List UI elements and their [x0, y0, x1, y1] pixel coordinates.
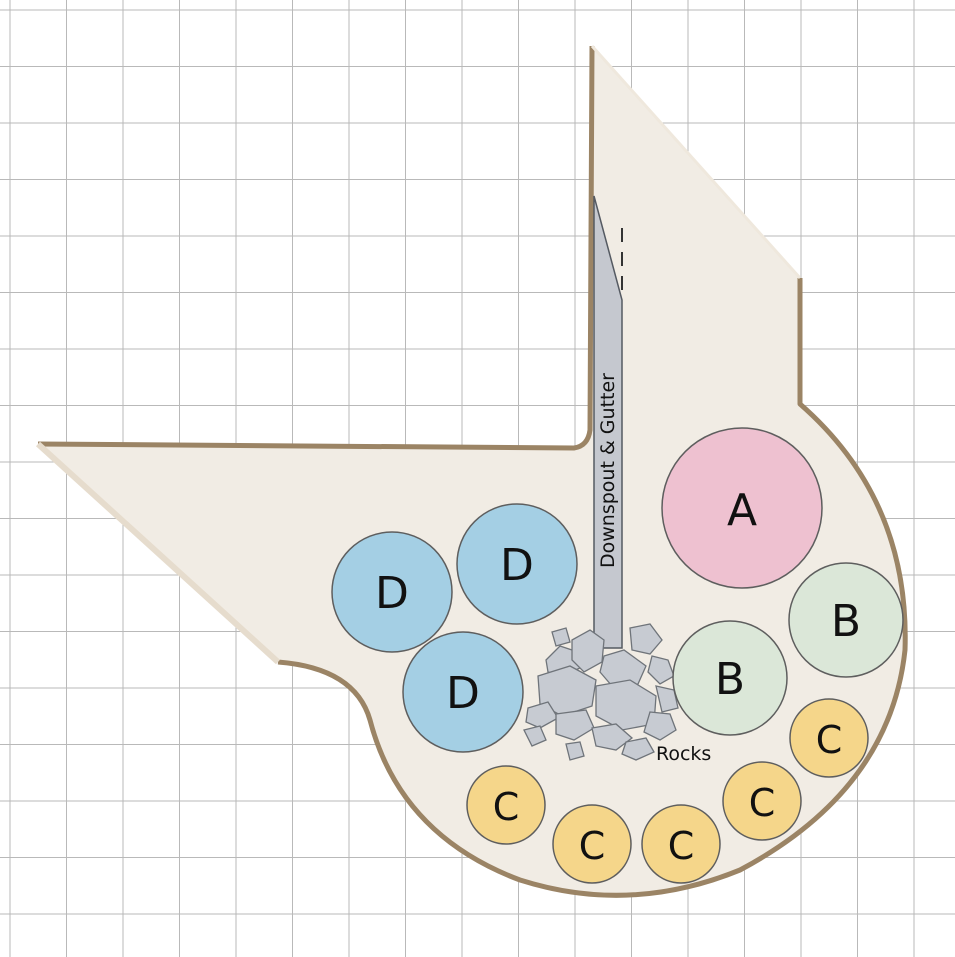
- rock: [551, 627, 571, 647]
- plant-d-label: D: [500, 540, 534, 591]
- plant-c: C: [789, 698, 869, 778]
- plant-c-label: C: [668, 824, 695, 868]
- plant-c-label: C: [579, 824, 606, 868]
- plant-c-label: C: [749, 781, 776, 825]
- plant-d: D: [402, 631, 524, 753]
- rocks: [523, 623, 679, 761]
- garden-bed-edge: [590, 44, 802, 280]
- plant-b: B: [672, 620, 788, 736]
- plant-c-label: C: [816, 718, 843, 762]
- rock: [523, 725, 547, 747]
- rock: [555, 709, 595, 741]
- plant-d-label: D: [375, 568, 409, 619]
- garden-bed-border: [277, 278, 908, 898]
- rock: [621, 737, 655, 761]
- rock: [643, 711, 677, 741]
- plant-c: C: [552, 804, 632, 884]
- rock: [591, 723, 634, 751]
- plant-d: D: [456, 503, 578, 625]
- plant-b-label: B: [831, 596, 861, 647]
- garden-bed-border: [37, 45, 595, 451]
- plant-c: C: [466, 765, 546, 845]
- rock: [565, 741, 585, 761]
- plant-d-label: D: [446, 668, 480, 719]
- downspout-label: Downspout & Gutter: [597, 373, 619, 568]
- garden-bed-edge: [35, 441, 281, 665]
- rock: [599, 649, 647, 687]
- rocks-label: Rocks: [656, 743, 711, 765]
- rock: [525, 701, 559, 729]
- plant-d: D: [331, 531, 453, 653]
- rock: [647, 655, 675, 685]
- plant-c-label: C: [493, 785, 520, 829]
- plant-a: A: [661, 427, 823, 589]
- plant-b-label: B: [715, 654, 745, 705]
- plant-a-label: A: [727, 485, 757, 536]
- plant-c: C: [722, 761, 802, 841]
- rock: [629, 623, 663, 655]
- downspout: Downspout & Gutter: [593, 195, 623, 649]
- rock: [655, 685, 679, 713]
- plant-c: C: [641, 804, 721, 884]
- plant-b: B: [788, 562, 904, 678]
